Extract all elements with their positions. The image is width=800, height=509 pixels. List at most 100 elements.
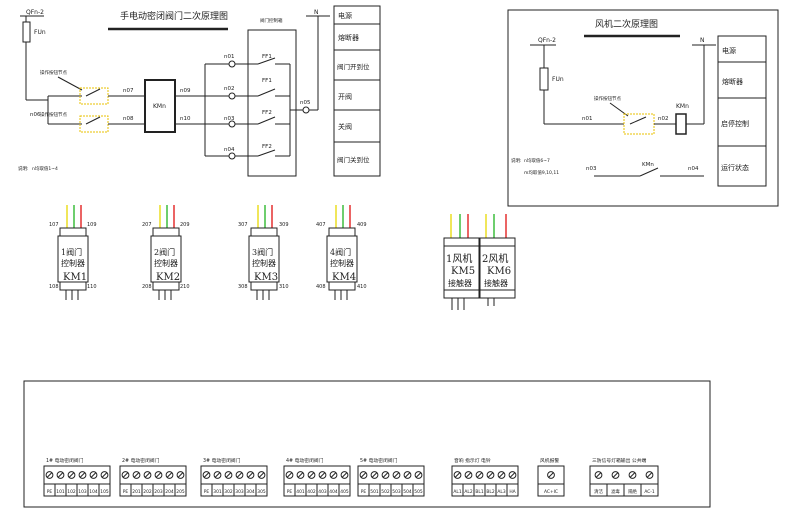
terminal-screw-slot [509, 472, 516, 478]
km5-bottom-terminals [443, 289, 480, 299]
terminal-screw-slot [236, 472, 243, 478]
terminal-screw-slot [79, 472, 86, 478]
terminal-label: 402 [307, 489, 316, 495]
fan-node-n03: n03 [586, 166, 597, 172]
terminal-label: 103 [78, 489, 87, 495]
fan-label-start-stop: 启停控制 [721, 119, 749, 128]
terminal-label: AC+IC [544, 489, 558, 495]
valve-controller-km1: 107 109 1阀门 控制器 KM1 108 110 [49, 205, 97, 300]
terminal-screw-slot [595, 472, 602, 478]
node-n05: n05 [300, 100, 311, 106]
km1-bottom-right: 110 [87, 284, 97, 290]
valve-controllers: 107 109 1阀门 控制器 KM1 108 110 207 209 2阀门 … [49, 205, 367, 300]
label-fuse: 熔断器 [338, 33, 359, 42]
relay-kmn [144, 79, 176, 133]
fan-switch-contact [629, 116, 647, 125]
terminal-screw-slot [404, 472, 411, 478]
terminal-label: AL3 [497, 489, 505, 495]
km4-bottom-right: 410 [357, 284, 367, 290]
terminal-panel-frame [23, 380, 711, 508]
terminal-label: AL2 [464, 489, 472, 495]
km3-top-left: 307 [238, 222, 248, 228]
terminal-label: HA [509, 489, 515, 495]
terminal-screw-slot [203, 472, 210, 478]
terminal-screw-slot [214, 472, 221, 478]
contact-box-top [79, 87, 109, 105]
terminal-screw-slot [548, 472, 554, 478]
switch-ff1-a: FF1 [262, 54, 272, 60]
terminal-screw-slot [297, 472, 304, 478]
fan-fuse-symbol [539, 67, 549, 91]
fuse-symbol [22, 21, 31, 43]
terminal-group-title: 4# 电动密闭阀门 [286, 457, 324, 464]
terminal-screw-slot [498, 472, 505, 478]
node-n02: n02 [224, 86, 234, 92]
terminal-screw-slot [225, 472, 232, 478]
fan-circuit: 风机二次原理图 QFn-2 FUn n01 操作按钮节点 n02 KMn N n… [507, 9, 779, 207]
fan-circuit-title: 风机二次原理图 [595, 18, 658, 30]
km1-top-terminals [59, 227, 87, 237]
fan-note-label: 说明: [511, 157, 522, 164]
contact-top-label: 操作按钮节点 [40, 69, 67, 76]
terminal-screw-slot [90, 472, 97, 478]
terminal-label: PE [47, 489, 53, 495]
cabinet-label: 阀门控制箱 [260, 17, 283, 24]
breaker-label: QFn-2 [26, 9, 44, 16]
leader-line [57, 76, 83, 91]
fan-label-table [717, 35, 767, 187]
switch-ff1-b: FF1 [262, 78, 272, 84]
terminal-group-title: 三防信号灯箱输出 公共端 [592, 457, 646, 464]
terminal-label: 201 [132, 489, 141, 495]
km4-code: KM4 [332, 272, 356, 283]
label-power: 电源 [338, 11, 352, 20]
km6-body [479, 245, 516, 291]
km2-body [150, 235, 182, 283]
fan-contactors: 1风机 KM5 接触器 2风机 KM6 接触器 [443, 214, 516, 310]
terminal-screw-slot [133, 472, 140, 478]
km1-bottom-terminals [59, 281, 87, 291]
fan-breaker-label: QFn-2 [538, 37, 556, 44]
terminal-label: 403 [318, 489, 327, 495]
terminal-circle [228, 60, 236, 68]
km4-top-terminals [328, 227, 356, 237]
terminal-circle [228, 152, 236, 160]
km2-top-right: 209 [180, 222, 190, 228]
note-label: 说明: [18, 165, 29, 172]
terminal-label: 104 [89, 489, 98, 495]
aux-switch-contact [639, 167, 659, 177]
fuse-label: FUn [34, 29, 46, 36]
km2-name-line1: 2阀门 [154, 247, 175, 257]
switch-contact-top [85, 88, 101, 97]
terminal-label: PE [204, 489, 210, 495]
terminal-screw-slot [629, 472, 636, 478]
terminal-label: BL2 [486, 489, 494, 495]
terminal-label: PE [287, 489, 293, 495]
relay-label: KMn [153, 103, 166, 110]
fan-fuse-label: FUn [552, 76, 564, 83]
km3-name-line2: 控制器 [252, 258, 276, 268]
node-n08: n08 [123, 116, 134, 122]
terminal-screw-slot [68, 472, 75, 478]
terminal-label: PE [123, 489, 129, 495]
km5-body [443, 245, 480, 291]
fan-note-text-2: m均取值9,10,11 [524, 169, 559, 176]
terminal-label: 隔绝 [628, 488, 637, 495]
terminal-label: 301 [213, 489, 222, 495]
note-text: n均取值1~4 [32, 165, 58, 172]
km4-top-right: 409 [357, 222, 367, 228]
switch-contact [257, 88, 276, 97]
km2-bottom-terminals [152, 281, 180, 291]
terminal-group-title: 5# 电动密闭阀门 [360, 457, 398, 464]
fan-relay-coil [675, 113, 687, 135]
km3-bottom-right: 310 [279, 284, 289, 290]
fan-relay-label: KMn [676, 103, 689, 110]
km3-bottom-terminals [250, 281, 278, 291]
fan-node-n04: n04 [688, 166, 699, 172]
fan-aux-contact-label: KMn [642, 162, 654, 168]
